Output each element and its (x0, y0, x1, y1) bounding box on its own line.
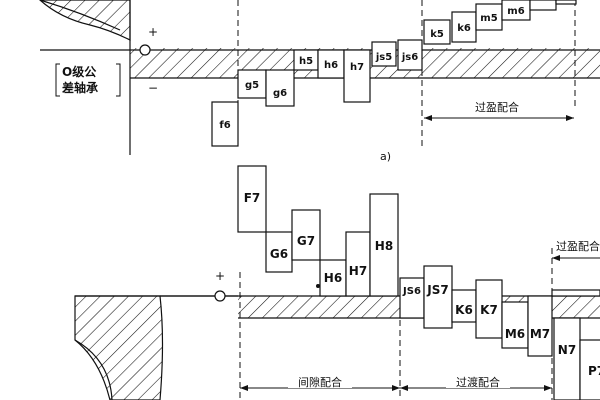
fit-f6: f6 (211, 101, 239, 147)
fit-h6: h6 (317, 49, 345, 79)
fit-g6: g6 (265, 69, 295, 107)
zone-arrow-b-mid-head-r (400, 385, 408, 391)
zone-arrow-b-right-head (544, 385, 552, 391)
fit-N7: N7 (553, 317, 581, 400)
housing-arc-b (74, 339, 113, 400)
zone-label-bg-a (468, 100, 526, 114)
fit-H8: H8 (369, 193, 399, 297)
plus-sign-a: + (148, 25, 158, 39)
fit-N7-label: N7 (558, 343, 576, 357)
fit-M7-label: M7 (530, 327, 550, 341)
zone-label-transition: 过渡配合 (456, 375, 500, 389)
zone-label-bg-b2 (446, 374, 510, 388)
zone-label-a: 过盈配合 (475, 100, 519, 114)
plus-sign-b: + (215, 269, 225, 283)
fit-M6: M6 (501, 301, 529, 349)
fit-F7: F7 (237, 165, 267, 233)
diagram-a: + − O级公 差轴承 f6 g5 g6 h5 h6 h7 js5 js6 k5… (39, 0, 600, 163)
bearing-label-bracket-left (55, 63, 60, 97)
origin-marker-b (214, 290, 226, 302)
fit-G7-label: G7 (297, 234, 315, 248)
fit-h5-label: h5 (299, 56, 313, 67)
zone-arrow-b-upper-head (552, 255, 560, 261)
fit-JS7: JS7 (423, 265, 453, 329)
fit-g5: g5 (237, 69, 267, 99)
diagram-b: + F7 G6 G7 H6 H7 H8 JS6 JS7 K6 K7 M6 M7 … (74, 165, 600, 400)
fit-P7-label: P7 (588, 364, 600, 378)
fit-g6-label: g6 (273, 88, 287, 99)
minus-sign-a: − (148, 81, 158, 95)
zone-arrow-a-left-head (424, 115, 432, 121)
fit-JS6-label: JS6 (402, 286, 421, 297)
fit-k5-label: k5 (430, 29, 444, 40)
zone-arrow-b-left-head (240, 385, 248, 391)
fit-JS6: JS6 (399, 277, 425, 319)
fit-h6-label: h6 (324, 60, 338, 71)
bearing-arc-a (39, 0, 121, 31)
fit-M7: M7 (527, 295, 553, 357)
fit-K6-label: K6 (455, 303, 473, 317)
origin-marker-a (139, 44, 151, 56)
fit-m5: m5 (475, 3, 503, 31)
fit-P7: P7 (579, 339, 600, 400)
zone-arrow-b-mid-head-l (392, 385, 400, 391)
fit-H6-label: H6 (324, 271, 342, 285)
subcaption-a: a) (380, 150, 391, 163)
fit-m5-label: m5 (480, 13, 497, 24)
fit-g5-label: g5 (245, 80, 259, 91)
fit-F7-label: F7 (244, 191, 261, 205)
fit-f6-label: f6 (219, 120, 230, 131)
fit-js6-label: js6 (401, 52, 418, 63)
marker-dot-b (316, 284, 320, 288)
zone-label-clearance: 间隙配合 (298, 375, 342, 389)
fit-H6: H6 (319, 259, 347, 297)
fit-k6-label: k6 (457, 23, 471, 34)
fit-k5: k5 (423, 19, 451, 45)
fit-H7: H7 (345, 231, 371, 297)
fit-h7-label: h7 (350, 62, 364, 73)
fit-m6: m6 (501, 0, 531, 21)
zone-arrow-a-right-head (566, 115, 574, 121)
bearing-label-line1: O级公 (62, 64, 96, 79)
fit-K6: K6 (451, 289, 477, 323)
fit-extra-box-b (551, 289, 600, 297)
bearing-label-bracket-right (116, 63, 121, 97)
fit-extra-box-a1 (529, 0, 557, 11)
fit-G6: G6 (265, 231, 293, 273)
fit-k6: k6 (451, 11, 477, 43)
fit-M6-label: M6 (505, 327, 525, 341)
zone-label-interference: 过盈配合 (556, 239, 600, 253)
fit-h5: h5 (293, 49, 319, 71)
fit-js5: js5 (371, 41, 397, 67)
fit-K7: K7 (475, 279, 503, 339)
fit-H7-label: H7 (349, 264, 367, 278)
fit-h7: h7 (343, 49, 371, 103)
fit-js6: js6 (397, 39, 423, 71)
fit-G7: G7 (291, 209, 321, 261)
fit-G6-label: G6 (270, 247, 288, 261)
fit-K7-label: K7 (480, 303, 498, 317)
zone-label-bg-b1 (288, 374, 352, 388)
fit-m6-label: m6 (507, 6, 524, 17)
housing-section-b (74, 295, 164, 400)
bearing-label-line2: 差轴承 (61, 80, 98, 95)
fit-js5-label: js5 (375, 52, 392, 63)
fit-H8-label: H8 (375, 239, 393, 253)
fit-extra-box-a2 (555, 0, 577, 5)
fit-JS7-label: JS7 (426, 283, 448, 297)
bearing-section-a (39, 0, 131, 41)
